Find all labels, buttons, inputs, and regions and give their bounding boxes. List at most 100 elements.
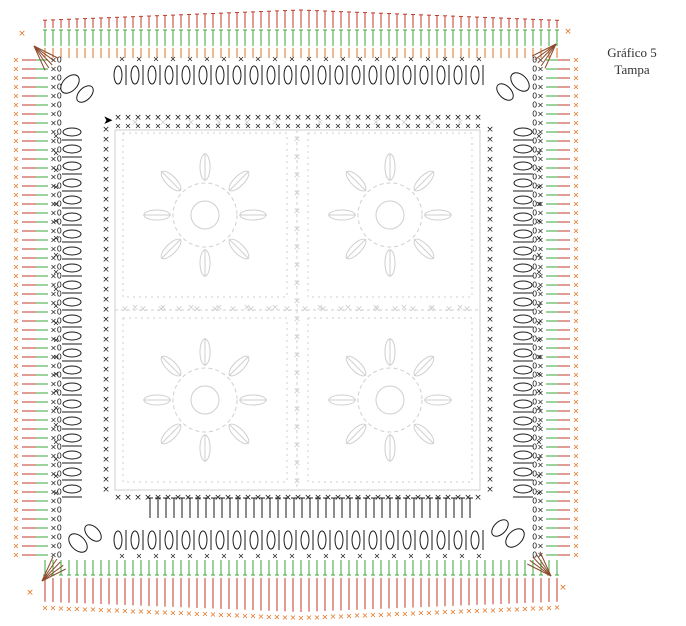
chain-symbol: × — [13, 416, 20, 425]
chain-symbol: × — [13, 353, 20, 362]
chain-symbol: ×0 — [50, 335, 62, 344]
chain-symbol: × — [435, 122, 442, 131]
chain-symbol: × — [445, 122, 452, 131]
shell-loop — [113, 530, 123, 550]
flower-petal-loop — [160, 238, 182, 260]
chain-symbol: ×0 — [50, 551, 62, 560]
chain-symbol: × — [245, 122, 252, 131]
shell-loop — [513, 212, 533, 222]
chain-symbol: ×0 — [50, 398, 62, 407]
chain-symbol: × — [573, 236, 580, 245]
flower-petal — [160, 355, 182, 377]
center-chain: × — [159, 118, 167, 128]
chain-symbol: × — [272, 552, 279, 561]
chain-symbol: × — [53, 387, 60, 396]
flower-petal — [160, 170, 182, 192]
chain-symbol: × — [186, 609, 193, 618]
center-chain: × — [428, 118, 436, 128]
chain-symbol: × — [102, 285, 110, 295]
shell-loop — [513, 297, 533, 307]
chain-symbol: × — [490, 606, 497, 615]
chain-symbol: × — [408, 55, 415, 64]
center-cross: ✕ — [445, 305, 453, 315]
chain-symbol: 0× — [532, 533, 544, 542]
chain-symbol: × — [573, 218, 580, 227]
chain-symbol: × — [354, 113, 362, 123]
chain-symbol: × — [374, 55, 381, 64]
chain-symbol: × — [486, 355, 494, 365]
shell-loop — [62, 416, 82, 426]
chain-symbol: 0× — [532, 74, 544, 83]
chain-symbol: × — [102, 395, 110, 405]
chain-symbol: × — [536, 217, 543, 226]
chain-symbol: × — [414, 493, 422, 503]
chain-symbol: 0× — [532, 101, 544, 110]
center-cross: ✕ — [293, 333, 301, 343]
chain-symbol: × — [205, 122, 212, 131]
chain-symbol: × — [53, 217, 60, 226]
chain-symbol: × — [264, 113, 272, 123]
chain-symbol: × — [536, 234, 543, 243]
chain-symbol: × — [215, 122, 222, 131]
chain-symbol: × — [304, 113, 312, 123]
chain-symbol: × — [102, 205, 110, 215]
flower-petal-loop — [228, 238, 250, 260]
chain-symbol: × — [53, 166, 60, 175]
chain-symbol: × — [498, 605, 505, 614]
chain-symbol: ×0 — [50, 389, 62, 398]
chain-symbol: × — [102, 445, 110, 455]
chain-symbol: × — [536, 404, 543, 413]
chain-symbol: × — [13, 227, 20, 236]
chain-symbol: × — [573, 263, 580, 272]
center-chain: × — [271, 118, 279, 128]
flower-petal — [228, 423, 250, 445]
chain-symbol: 0× — [532, 344, 544, 353]
flower-petal — [160, 238, 182, 260]
chain-symbol: × — [573, 335, 580, 344]
chain-symbol: × — [536, 149, 543, 158]
corner-stick — [540, 43, 557, 67]
flower-petal-loop — [345, 238, 367, 260]
chain-symbol: × — [442, 608, 449, 617]
chain-symbol: × — [13, 155, 20, 164]
chain-symbol: × — [475, 122, 482, 131]
shell-loop — [147, 530, 157, 550]
chain-symbol: × — [442, 55, 449, 64]
chain-symbol: ×0 — [50, 470, 62, 479]
chain-symbol: × — [425, 552, 432, 561]
chain-symbol: × — [573, 515, 580, 524]
chain-symbol: × — [82, 605, 89, 614]
chain-symbol: × — [154, 608, 161, 617]
chain-symbol: × — [124, 493, 132, 503]
chain-symbol: × — [53, 421, 60, 430]
center-cross: ✕ — [293, 405, 301, 415]
chain-symbol: × — [125, 122, 132, 131]
chain-symbol: × — [486, 435, 494, 445]
chain-symbol: ×0 — [50, 434, 62, 443]
center-cross: ✕ — [293, 225, 301, 235]
chain-symbol: × — [573, 389, 580, 398]
chain-symbol: 0× — [532, 506, 544, 515]
flower-center — [375, 200, 405, 230]
center-chain: × — [159, 303, 167, 313]
chain-symbol: × — [394, 113, 402, 123]
shell-loop — [470, 530, 480, 550]
chain-symbol: × — [474, 606, 481, 615]
chain-symbol: × — [102, 225, 110, 235]
chain-symbol: × — [486, 345, 494, 355]
chain-symbol: × — [255, 122, 262, 131]
chain-symbol: × — [134, 113, 142, 123]
chain-symbol: × — [13, 551, 20, 560]
center-cross: ✕ — [293, 387, 301, 397]
chain-symbol: × — [486, 165, 494, 175]
chain-symbol: × — [114, 606, 121, 615]
chain-symbol: × — [573, 92, 580, 101]
center-chain: × — [456, 118, 464, 128]
chain-symbol: × — [573, 317, 580, 326]
chain-symbol: ×0 — [50, 110, 62, 119]
chain-symbol: × — [13, 146, 20, 155]
chain-symbol: 0× — [532, 515, 544, 524]
chain-symbol: × — [464, 113, 472, 123]
chain-symbol: ×0 — [50, 101, 62, 110]
chain-symbol: × — [402, 609, 409, 618]
